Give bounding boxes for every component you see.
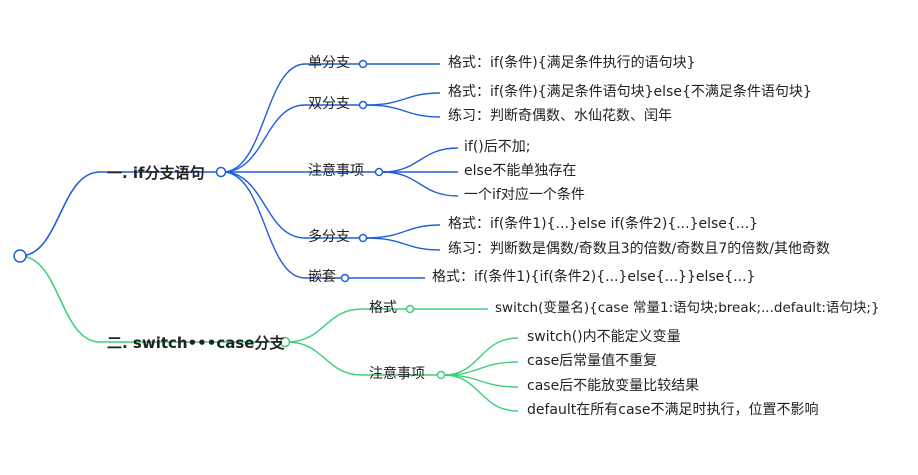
switch-note-4: default在所有case不满足时执行，位置不影响 (527, 402, 819, 418)
nested-label[interactable]: 嵌套 (308, 269, 336, 285)
double-branch-exercise: 练习：判断奇偶数、水仙花数、闰年 (448, 108, 672, 124)
single-branch-node[interactable] (358, 59, 368, 69)
root-node[interactable] (13, 249, 27, 263)
switch-note-1: switch()内不能定义变量 (527, 329, 681, 345)
switch-note-3: case后不能放变量比较结果 (527, 378, 700, 394)
if-notes-label[interactable]: 注意事项 (308, 163, 364, 179)
switch-format-label[interactable]: 格式 (369, 300, 397, 316)
double-branch-label[interactable]: 双分支 (308, 96, 350, 112)
switch-notes-label[interactable]: 注意事项 (369, 366, 425, 382)
multi-branch-format: 格式：if(条件1){...}else if(条件2){...}else{...… (448, 216, 759, 232)
double-branch-node[interactable] (358, 100, 368, 110)
switch-branch-node[interactable] (279, 336, 291, 348)
switch-format-node[interactable] (405, 304, 415, 314)
double-branch-format: 格式：if(条件){满足条件语句块}else{不满足条件语句块} (448, 84, 812, 100)
if-branch-node[interactable] (215, 166, 227, 178)
nested-format: 格式：if(条件1){if(条件2){...}else{...}}else{..… (432, 269, 756, 285)
if-note-2: else不能单独存在 (464, 163, 577, 179)
if-branch-label[interactable]: 一. if分支语句 (107, 164, 205, 182)
multi-branch-node[interactable] (358, 233, 368, 243)
single-branch-format: 格式：if(条件){满足条件执行的语句块} (448, 55, 696, 71)
root-to-if-connector (19, 171, 218, 257)
root-to-switch-connector (19, 255, 282, 343)
switch-notes-node[interactable] (436, 370, 446, 380)
switch-format-text: switch(变量名){case 常量1:语句块;break;...defaul… (495, 300, 880, 316)
if-note-1: if()后不加; (464, 139, 531, 155)
switch-note-2: case后常量值不重复 (527, 353, 658, 369)
switch-branch-label[interactable]: 二. switch•••case分支 (107, 334, 285, 352)
multi-branch-label[interactable]: 多分支 (308, 229, 350, 245)
multi-branch-exercise: 练习：判断数是偶数/奇数且3的倍数/奇数且7的倍数/其他奇数 (448, 241, 830, 257)
if-note-3: 一个if对应一个条件 (464, 187, 585, 203)
single-branch-label[interactable]: 单分支 (308, 55, 350, 71)
nested-node[interactable] (340, 273, 350, 283)
if-notes-node[interactable] (374, 167, 384, 177)
